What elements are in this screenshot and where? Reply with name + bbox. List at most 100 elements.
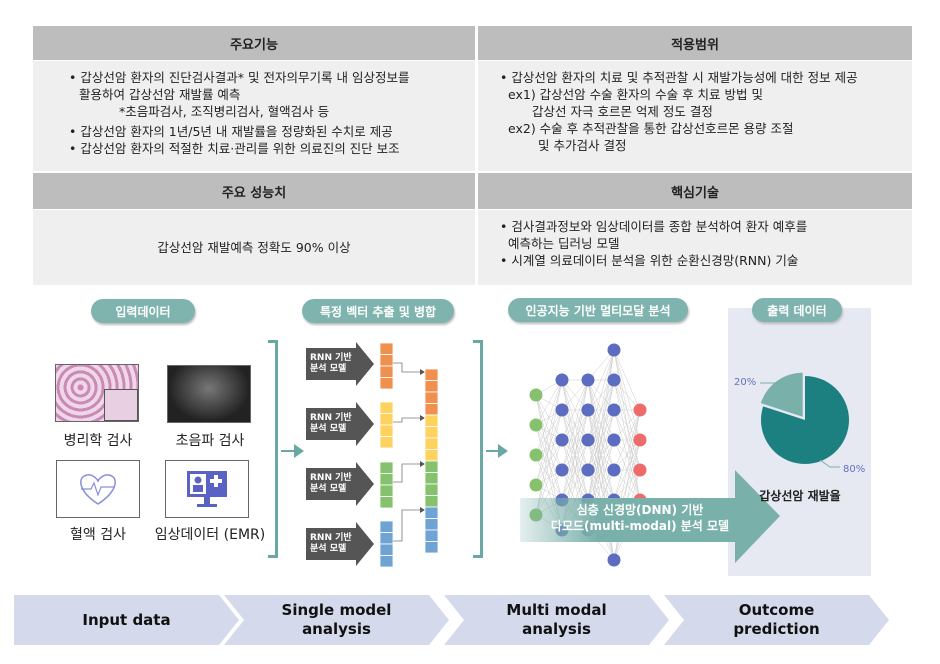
bullet: • 갑상선암 환자의 치료 및 추적관찰 시 재발가능성에 대한 정보 제공 [500,70,858,85]
ultrasound-label: 초음파 검사 [175,433,245,449]
network-node [555,463,569,477]
network-node [529,388,543,402]
dnn-label: 심층 신경망(DNN) 기반 다모드(multi-modal) 분석 모델 [530,502,750,534]
rnn-label: 분석 모델 [310,424,347,434]
network-node [529,478,543,492]
rnn-label: RNN 기반 [310,413,352,423]
bullet: • 시계열 의료데이터 분석을 위한 순환신경망(RNN) 기술 [500,253,799,268]
performance-body: 갑상선암 재발예측 정확도 90% 이상 [33,210,475,285]
network-node [555,433,569,447]
vector-cell [380,436,394,449]
pie-slice [761,376,849,464]
arrow-right-icon [498,444,508,458]
main-function-body: • 갑상선암 환자의 진단검사결과* 및 전자의무기록 내 임상정보를 활용하여… [33,61,475,171]
stage-label: Single model analysis [281,601,392,638]
arrow-tip-icon [356,462,374,506]
pathology-image [55,364,139,422]
merged-vector-cell [424,518,439,531]
merged-vector-cell [424,529,439,542]
vector-bracket [473,340,483,558]
merged-vector-cell [424,380,439,393]
network-node [529,418,543,432]
core-tech-header: 핵심기술 [478,173,912,209]
merge-arrow-icon [420,507,425,513]
network-edge [535,379,563,516]
vector-cell [380,496,394,509]
pie-leader-line [760,382,789,394]
network-edge [535,379,563,456]
dnn-label-line2: 다모드(multi-modal) 분석 모델 [550,519,730,533]
network-node [607,373,621,387]
network-edge [587,349,615,411]
vector-merge-diagram [380,342,439,568]
merge-arrow-icon [420,415,425,421]
merged-vector-cell [424,449,439,462]
merge-connector [393,362,420,373]
merge-connector [393,509,420,542]
arrow-shaft [281,450,297,452]
network-node [607,553,621,567]
stage-2: Single model analysis [224,595,449,645]
network-node [555,373,569,387]
vector-cell [380,377,394,390]
merged-vector-cell [424,426,439,439]
bullet: • 검사결과정보와 임상데이터를 종합 분석하여 환자 예후를 [500,219,808,234]
network-node [555,403,569,417]
input-bracket [268,340,278,558]
pie-slice [760,372,803,417]
arrow-shaft [486,450,500,452]
rnn-label: RNN 기반 [310,473,352,483]
merged-vector-cell [424,483,439,496]
scope-header: 적용범위 [478,26,912,60]
merged-vector-cell [424,506,439,519]
vector-cell [380,555,394,568]
network-edge [587,349,615,381]
blood-test-icon [56,460,140,518]
arrow-tip-icon [356,522,374,566]
network-edge [613,409,641,471]
pill-multimodal: 인공지능 기반 멀티모달 분석 [508,298,688,322]
blood-test-label: 혈액 검사 [70,527,126,543]
vector-cell [380,365,394,378]
vector-cell [380,532,394,545]
pill-output-data: 출력 데이터 [752,298,842,322]
stage-label: Multi modal analysis [506,601,607,638]
network-edge [561,379,589,411]
stage-label: Input data [82,610,171,629]
stage-label: Outcome prediction [733,601,820,638]
arrow-right-icon [294,444,304,458]
dnn-label-line1: 심층 신경망(DNN) 기반 [576,503,704,517]
network-edge [561,379,589,471]
pathology-label: 병리학 검사 [63,433,133,449]
rnn-label: RNN 기반 [310,533,352,543]
pill-feature-vector: 특정 벡터 추출 및 병합 [302,299,454,323]
stage-3: Multi modal analysis [444,595,669,645]
bullet-cont: 활용하여 갑상선암 재발률 예측 [79,87,241,102]
stage-4: Outcome prediction [664,595,889,645]
example-cont: 갑상선 자극 호르몬 억제 정도 결정 [532,104,713,119]
arrow-tip-icon [356,402,374,446]
rnn-label: 분석 모델 [310,364,347,374]
network-node [581,433,595,447]
network-edge [613,349,641,411]
ultrasound-image [167,365,251,423]
merged-vector-cell [424,403,439,416]
core-tech-body: • 검사결과정보와 임상데이터를 종합 분석하여 환자 예후를 예측하는 딥러닝… [478,210,912,285]
emr-monitor-icon [165,460,249,518]
vector-cell [380,484,394,497]
merge-connector [393,417,420,423]
bullet: • 갑상선암 환자의 진단검사결과* 및 전자의무기록 내 임상정보를 [69,70,410,85]
network-node [529,448,543,462]
merge-arrow-icon [420,461,425,467]
pie-label-20: 20% [734,377,757,388]
network-node [581,463,595,477]
scope-body: • 갑상선암 환자의 치료 및 추적관찰 시 재발가능성에 대한 정보 제공 e… [478,61,912,171]
network-node [633,433,647,447]
bullet-cont: 예측하는 딥러닝 모델 [508,236,620,251]
vector-cell [380,354,394,367]
network-node [633,403,647,417]
